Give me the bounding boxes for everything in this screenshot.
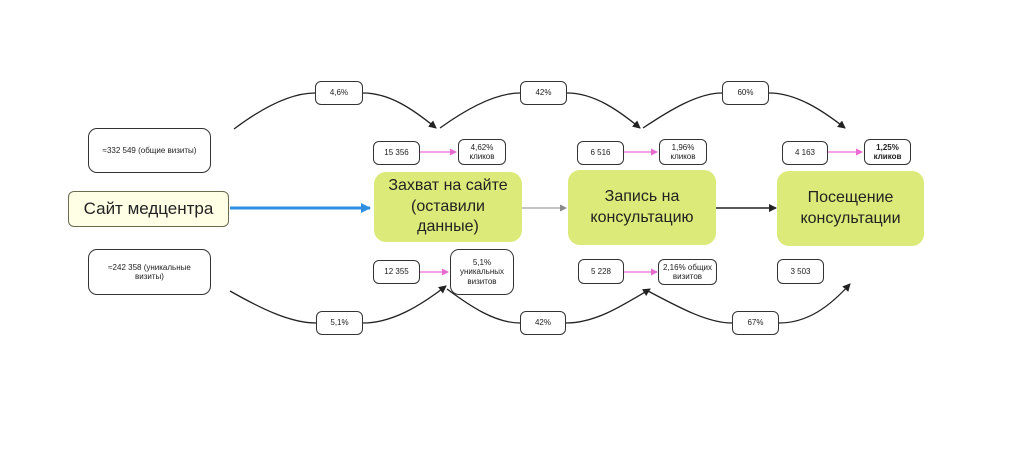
top-arc-1 — [233, 92, 436, 129]
bottom-rate-2: 42% — [520, 311, 566, 335]
booking-clicks-count: 6 516 — [577, 141, 624, 165]
capture-clicks-rate: 4,62% кликов — [458, 139, 506, 165]
top-rate-1: 4,6% — [315, 81, 363, 105]
top-arc-3 — [642, 92, 845, 128]
total-visits-box: ≈332 549 (общие визиты) — [88, 128, 211, 173]
top-arc-2 — [439, 92, 640, 128]
unique-visits-label: ≈242 358 (уникальные визиты) — [108, 262, 191, 281]
top-rate-3: 60% — [722, 81, 769, 105]
unique-visits-box: ≈242 358 (уникальные визиты) — [88, 249, 211, 295]
node-capture: Захват на сайте (оставили данные) — [374, 172, 522, 242]
bottom-rate-3: 67% — [732, 311, 779, 335]
booking-unique-count: 5 228 — [578, 259, 624, 284]
bottom-rate-1: 5,1% — [316, 311, 363, 335]
node-booking-label: Запись на консультацию — [590, 187, 694, 226]
booking-unique-rate: 2,16% общих визитов — [658, 259, 717, 285]
capture-clicks-count: 15 356 — [373, 141, 420, 165]
visit-unique-count: 3 503 — [777, 259, 824, 284]
top-rate-2: 42% — [520, 81, 567, 105]
bottom-arc-3 — [647, 284, 850, 324]
node-visit: Посещение консультации — [777, 171, 924, 246]
node-site: Сайт медцентра — [68, 191, 229, 227]
booking-clicks-rate: 1,96% кликов — [659, 139, 707, 165]
capture-unique-count: 12 355 — [373, 260, 420, 284]
visit-clicks-count: 4 163 — [782, 141, 828, 165]
node-booking: Запись на консультацию — [568, 170, 716, 245]
bottom-arc-2 — [446, 289, 650, 324]
node-site-label: Сайт медцентра — [83, 199, 214, 218]
node-visit-label: Посещение консультации — [800, 188, 901, 227]
node-capture-label: Захват на сайте (оставили данные) — [388, 176, 508, 236]
visit-clicks-rate: 1,25% кликов — [864, 139, 911, 165]
total-visits-label: ≈332 549 (общие визиты) — [102, 145, 197, 155]
capture-unique-rate: 5,1% уникальных визитов — [450, 249, 514, 295]
bottom-arc-1 — [229, 286, 446, 324]
